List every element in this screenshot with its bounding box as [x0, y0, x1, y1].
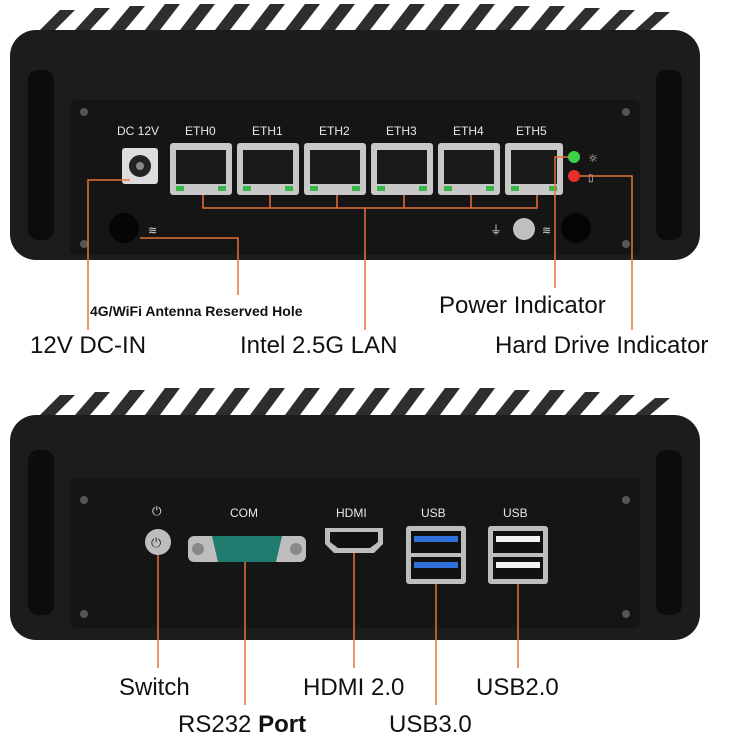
screw-icon [622, 240, 630, 248]
wifi-icon: ≋ [542, 224, 551, 237]
eth3-label: ETH3 [386, 124, 417, 138]
power-led [568, 151, 580, 163]
eth5-label: ETH5 [516, 124, 547, 138]
lan-callout: Intel 2.5G LAN [240, 332, 398, 359]
eth2-label: ETH2 [319, 124, 350, 138]
screw-icon [80, 610, 88, 618]
top-left-vent [28, 70, 54, 240]
bottom-right-vent [656, 450, 682, 615]
usb3-callout: USB3.0 [389, 711, 472, 738]
power-symbol-icon: ⏻ [152, 504, 162, 518]
power-indicator-callout: Power Indicator [439, 292, 606, 319]
top-right-vent [656, 70, 682, 240]
bulb-icon: ☼ [588, 152, 598, 165]
hdmi-label: HDMI [336, 506, 367, 520]
wifi-icon: ≋ [148, 224, 157, 237]
eth4-label: ETH4 [453, 124, 484, 138]
usb2-ports [488, 526, 548, 584]
screw-icon [80, 496, 88, 504]
screw-icon [622, 610, 630, 618]
bottom-heatsink-fins [40, 388, 670, 415]
dcin-callout: 12V DC-IN [30, 332, 147, 359]
hdd-led [568, 170, 580, 182]
ethernet-ports [170, 143, 563, 195]
eth1-label: ETH1 [252, 124, 283, 138]
bottom-left-vent [28, 450, 54, 615]
ground-screw [513, 218, 535, 240]
bottom-leader-lines [157, 553, 519, 705]
top-heatsink-fins [40, 4, 670, 30]
usb3-ports [406, 526, 466, 584]
power-icon: ⏻ [151, 536, 161, 551]
port-text: Port [258, 711, 307, 738]
antenna-hole-left [109, 213, 139, 243]
hdmi-callout: HDMI 2.0 [303, 674, 405, 701]
switch-callout: Switch [119, 674, 190, 701]
eth0-label: ETH0 [185, 124, 216, 138]
screw-icon [622, 496, 630, 504]
hdd-indicator-callout: Hard Drive Indicator [495, 332, 709, 359]
com-label: COM [230, 506, 258, 520]
usb2-callout: USB2.0 [476, 674, 559, 701]
top-leader-lines [87, 156, 633, 330]
screw-icon [80, 240, 88, 248]
rs232-callout: RS232 Port [178, 711, 306, 739]
com-port [188, 536, 306, 562]
top-mini-pc: ☼ ▯ ≋ ≋ ⏚ [10, 4, 700, 260]
screw-icon [80, 108, 88, 116]
antenna-callout: 4G/WiFi Antenna Reserved Hole [90, 303, 303, 319]
screw-icon [622, 108, 630, 116]
usb2-label: USB [503, 506, 528, 520]
disk-icon: ▯ [588, 173, 594, 184]
rs232-text: RS232 [178, 711, 252, 738]
power-switch [145, 529, 171, 555]
dc-port-label: DC 12V [117, 124, 160, 138]
hdmi-port [325, 528, 383, 553]
ground-icon: ⏚ [490, 223, 502, 237]
bottom-mini-pc: ⏻ ⏻ [10, 388, 700, 640]
antenna-hole-right [561, 213, 591, 243]
usb3-label: USB [421, 506, 446, 520]
